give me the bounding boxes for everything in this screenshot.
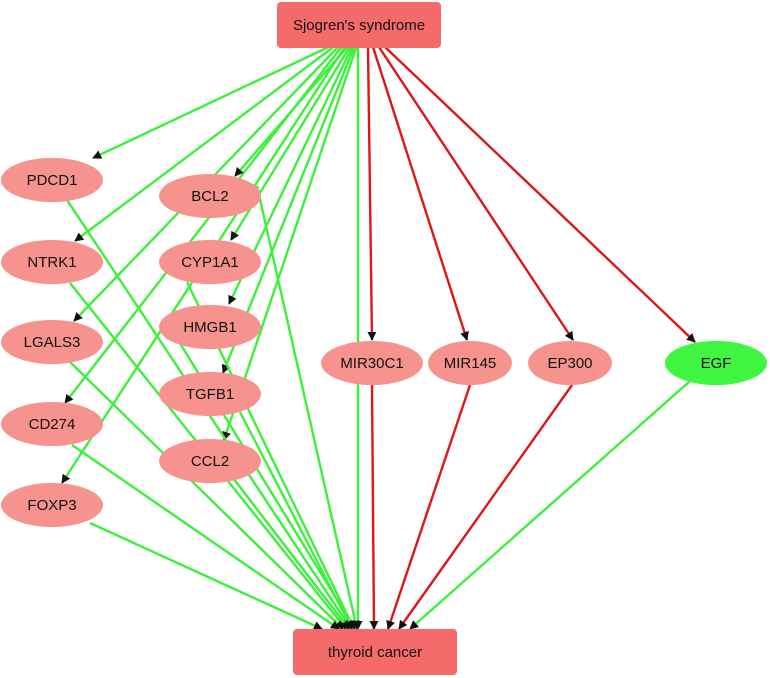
node-pdcd1-label: PDCD1 [27,172,78,189]
node-mir145-label: MIR145 [444,355,497,372]
node-cd274-label: CD274 [29,416,76,433]
node-ntrk1[interactable]: NTRK1 [1,240,103,284]
node-cd274-shape [1,402,103,446]
node-ccl2-label: CCL2 [191,453,229,470]
node-cyp1a1-shape [159,240,261,284]
edge-sjogren-to-mir145 [371,46,469,341]
node-foxp3-shape [1,483,103,527]
node-hmgb1-label: HMGB1 [183,319,236,336]
node-cyp1a1-label: CYP1A1 [181,254,239,271]
node-mir30c1-label: MIR30C1 [340,355,403,372]
node-ep300[interactable]: EP300 [528,341,612,385]
edge-bcl2-to-thyroid [255,185,360,630]
edge-sjogren-to-ntrk1 [74,44,337,242]
node-tgfb1-shape [159,372,261,416]
node-thyroid[interactable]: thyroid cancer [293,629,457,675]
node-sjogren-shape [277,2,441,48]
edge-egf-to-thyroid [409,380,691,630]
node-thyroid-shape [293,629,457,675]
node-cyp1a1[interactable]: CYP1A1 [159,240,261,284]
edge-tgfb1-to-thyroid [238,411,354,630]
node-sjogren-label: Sjogren's syndrome [293,17,425,34]
node-pdcd1-shape [1,158,103,202]
node-sjogren[interactable]: Sjogren's syndrome [277,2,441,48]
node-mir30c1[interactable]: MIR30C1 [321,341,423,385]
node-ccl2[interactable]: CCL2 [159,439,261,483]
edge-sjogren-to-bcl2 [234,44,350,177]
node-mir145[interactable]: MIR145 [428,341,512,385]
edge-sjogren-to-egf [384,46,696,343]
node-hmgb1-shape [159,305,261,349]
node-lgals3-shape [1,320,103,364]
node-foxp3-label: FOXP3 [27,497,76,514]
node-thyroid-label: thyroid cancer [328,644,422,661]
edge-sjogren-to-pdcd1 [92,43,334,160]
edges [60,43,696,631]
edge-sjogren-to-ep300 [377,46,575,341]
edge-sjogren-to-mir30c1 [366,46,377,341]
node-bcl2[interactable]: BCL2 [159,174,261,218]
node-hmgb1[interactable]: HMGB1 [159,305,261,349]
node-cd274[interactable]: CD274 [1,402,103,446]
edge-ep300-to-thyroid [398,384,573,630]
node-ntrk1-shape [1,240,103,284]
node-mir145-shape [428,341,512,385]
node-egf-label: EGF [701,355,732,372]
node-ccl2-shape [159,439,261,483]
node-ep300-shape [528,341,612,385]
edge-ccl2-to-thyroid [232,477,350,630]
edge-sjogren-to-ccl2 [222,44,359,441]
node-tgfb1-label: TGFB1 [186,386,234,403]
node-egf-shape [665,341,767,385]
node-lgals3-label: LGALS3 [24,334,81,351]
node-ep300-label: EP300 [547,355,592,372]
node-tgfb1[interactable]: TGFB1 [159,372,261,416]
node-foxp3[interactable]: FOXP3 [1,483,103,527]
edge-foxp3-to-thyroid [89,521,323,631]
node-egf[interactable]: EGF [665,341,767,385]
node-lgals3[interactable]: LGALS3 [1,320,103,364]
node-mir30c1-shape [321,341,423,385]
edge-cd274-to-thyroid [71,444,340,630]
node-ntrk1-label: NTRK1 [27,254,76,271]
edge-mir30c1-to-thyroid [369,384,379,630]
edge-mir145-to-thyroid [386,384,472,630]
node-bcl2-shape [159,174,261,218]
node-pdcd1[interactable]: PDCD1 [1,158,103,202]
node-bcl2-label: BCL2 [191,188,229,205]
edge-sjogren-to-cyp1a1 [229,44,353,241]
edge-lgals3-to-thyroid [69,361,344,630]
